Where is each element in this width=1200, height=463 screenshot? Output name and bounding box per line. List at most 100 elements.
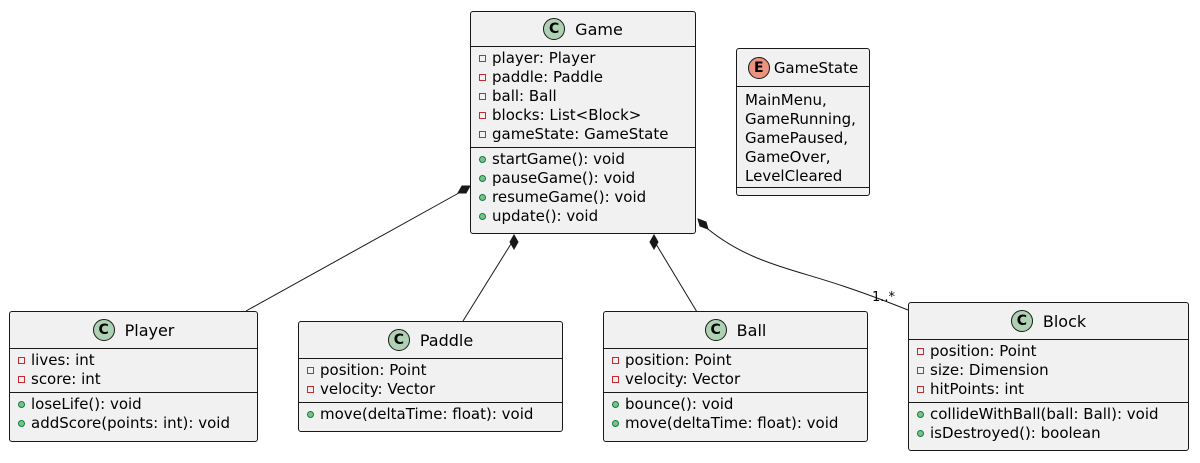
diamond-game-player <box>457 185 471 194</box>
diamond-game-paddle <box>509 233 519 251</box>
enum-name: GameState <box>773 58 859 77</box>
class-player-header: C Player <box>10 312 257 349</box>
method: move(deltaTime: float): void <box>612 414 867 433</box>
private-icon <box>479 74 486 81</box>
method-section: loseLife(): void addScore(points: int): … <box>10 392 257 436</box>
enum-value: GameOver, <box>745 148 831 166</box>
public-icon <box>479 156 486 163</box>
public-icon <box>18 420 25 427</box>
attribute: hitPoints: int <box>917 380 1188 399</box>
attribute-section: position: Point velocity: Vector <box>604 349 867 392</box>
attribute: position: Point <box>917 342 1188 361</box>
public-icon <box>307 411 314 418</box>
public-icon <box>612 420 619 427</box>
public-icon <box>479 213 486 220</box>
enum-divider <box>737 187 869 188</box>
attribute: position: Point <box>612 351 867 370</box>
attribute: position: Point <box>307 361 562 380</box>
class-name: Block <box>1042 311 1087 331</box>
attribute: ball: Ball <box>479 87 695 106</box>
class-ball-header: C Ball <box>604 312 867 349</box>
attribute: velocity: Vector <box>307 380 562 399</box>
class-ball[interactable]: C Ball position: Point velocity: Vector … <box>603 311 868 442</box>
public-icon <box>917 411 924 418</box>
method: addScore(points: int): void <box>18 414 257 433</box>
method: update(): void <box>479 207 695 226</box>
attribute: score: int <box>18 370 257 389</box>
attribute: paddle: Paddle <box>479 68 695 87</box>
enum-value: MainMenu, <box>745 91 827 109</box>
class-stereotype-icon: C <box>1010 310 1033 332</box>
class-stereotype-icon: C <box>387 329 410 351</box>
class-stereotype-icon: C <box>92 319 115 341</box>
diamond-game-ball <box>649 233 659 251</box>
attribute: lives: int <box>18 351 257 370</box>
public-icon <box>479 175 486 182</box>
edge-game-paddle <box>462 238 515 322</box>
private-icon <box>612 357 619 364</box>
method: resumeGame(): void <box>479 188 695 207</box>
method: isDestroyed(): boolean <box>917 424 1188 443</box>
attribute: player: Player <box>479 49 695 68</box>
edge-game-block <box>701 223 909 311</box>
private-icon <box>479 93 486 100</box>
method: collideWithBall(ball: Ball): void <box>917 405 1188 424</box>
class-name: Player <box>124 320 175 340</box>
method-section: collideWithBall(ball: Ball): void isDest… <box>909 402 1188 446</box>
class-game-header: C Game <box>471 12 695 47</box>
method: loseLife(): void <box>18 395 257 414</box>
enum-value: GamePaused, <box>745 129 849 147</box>
class-name: Paddle <box>419 330 474 350</box>
class-player[interactable]: C Player lives: int score: int loseLife(… <box>9 311 258 442</box>
diamond-game-block <box>697 218 709 230</box>
public-icon <box>18 401 25 408</box>
enum-value: LevelCleared <box>745 167 843 185</box>
attribute: velocity: Vector <box>612 370 867 389</box>
public-icon <box>917 430 924 437</box>
method-section: bounce(): void move(deltaTime: float): v… <box>604 392 867 436</box>
attribute-section: position: Point velocity: Vector <box>299 359 562 402</box>
private-icon <box>917 367 924 374</box>
edge-game-player <box>245 188 467 312</box>
private-icon <box>479 131 486 138</box>
class-stereotype-icon: C <box>543 18 566 40</box>
enum-value: GameRunning, <box>745 110 856 128</box>
class-name: Game <box>575 19 623 39</box>
attribute-section: position: Point size: Dimension hitPoint… <box>909 340 1188 402</box>
enum-gamestate[interactable]: E GameState MainMenu, GameRunning, GameP… <box>736 48 870 196</box>
class-paddle[interactable]: C Paddle position: Point velocity: Vecto… <box>298 321 563 432</box>
class-stereotype-icon: C <box>704 319 727 341</box>
attribute: blocks: List<Block> <box>479 106 695 125</box>
attribute-section: player: Player paddle: Paddle ball: Ball… <box>471 47 695 147</box>
enum-gamestate-header: E GameState <box>737 49 869 87</box>
attribute: size: Dimension <box>917 361 1188 380</box>
class-game[interactable]: C Game player: Player paddle: Paddle bal… <box>470 11 696 234</box>
method-section: startGame(): void pauseGame(): void resu… <box>471 147 695 229</box>
class-block-header: C Block <box>909 303 1188 340</box>
public-icon <box>479 194 486 201</box>
enum-values: MainMenu, GameRunning, GamePaused, GameO… <box>737 87 869 190</box>
private-icon <box>307 367 314 374</box>
attribute-section: lives: int score: int <box>10 349 257 392</box>
enum-stereotype-icon: E <box>747 56 770 79</box>
private-icon <box>479 55 486 62</box>
private-icon <box>612 376 619 383</box>
private-icon <box>18 357 25 364</box>
private-icon <box>18 376 25 383</box>
class-name: Ball <box>736 320 767 340</box>
method: bounce(): void <box>612 395 867 414</box>
attribute: gameState: GameState <box>479 125 695 144</box>
class-block[interactable]: C Block position: Point size: Dimension … <box>908 302 1189 451</box>
method-section: move(deltaTime: float): void <box>299 402 562 427</box>
method: move(deltaTime: float): void <box>307 405 562 424</box>
public-icon <box>612 401 619 408</box>
private-icon <box>917 348 924 355</box>
method: startGame(): void <box>479 150 695 169</box>
multiplicity-label: 1..* <box>872 290 896 305</box>
private-icon <box>307 386 314 393</box>
private-icon <box>479 112 486 119</box>
private-icon <box>917 386 924 393</box>
class-paddle-header: C Paddle <box>299 322 562 359</box>
method: pauseGame(): void <box>479 169 695 188</box>
